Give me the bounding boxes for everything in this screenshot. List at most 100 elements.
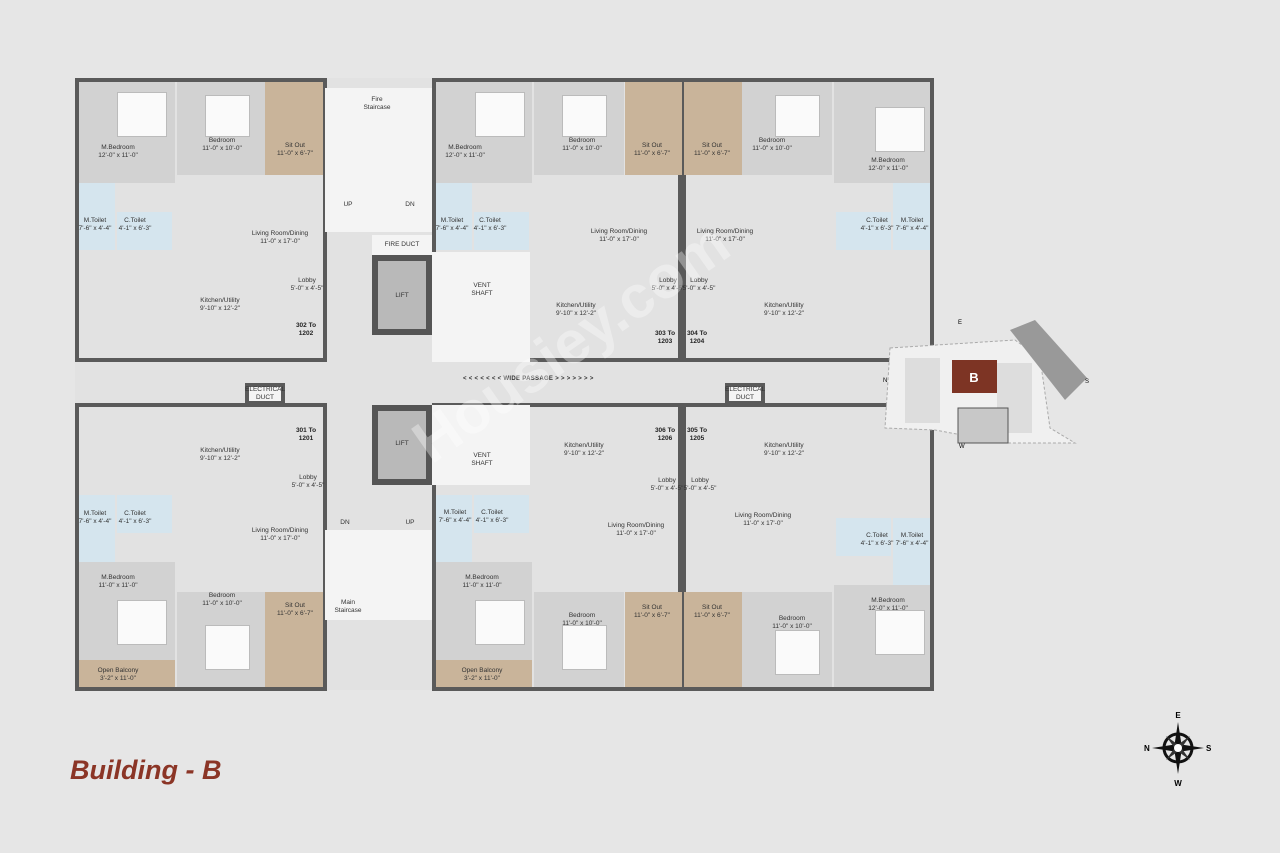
room-name: Living Room/Dining: [696, 228, 754, 235]
bed-icon: [775, 630, 820, 675]
room-name: M.Toilet: [83, 217, 107, 224]
vent-shaft-label: VENT SHAFT: [471, 452, 493, 467]
room-dimensions: 9'-10" x 12'-2": [764, 450, 804, 457]
main-staircase-label: Main Staircase: [334, 599, 362, 614]
bed-icon: [562, 625, 607, 670]
electrical-duct: [245, 383, 285, 405]
stair-down-label: DN: [405, 201, 415, 208]
room-name: Lobby: [658, 477, 676, 484]
room-dimensions: 12'-0" x 11'-0": [868, 165, 908, 172]
building-block: [905, 358, 940, 423]
unit-number: 304 To 1204: [686, 330, 708, 345]
room-name: M.Bedroom: [448, 144, 482, 151]
room-dimensions: 4'-1" x 6'-3": [118, 518, 152, 525]
stair-down-label: DN: [340, 519, 350, 526]
room-name: M.Toilet: [83, 510, 107, 517]
sit-out-area: [265, 82, 323, 175]
room-dimensions: 9'-10" x 12'-2": [200, 455, 240, 462]
toilet-area: [893, 183, 930, 250]
fire-staircase-label: Fire Staircase: [363, 96, 391, 111]
lift-shaft: [372, 255, 432, 335]
electrical-duct-label: ELECTRICAL DUCT: [245, 386, 286, 401]
room-dimensions: 4'-1" x 6'-3": [860, 540, 894, 547]
room-dimensions: 11'-0" x 17'-0": [260, 238, 300, 245]
room-name: Kitchen/Utility: [764, 442, 804, 449]
room-name: Lobby: [299, 474, 317, 481]
room-name: Kitchen/Utility: [200, 447, 240, 454]
room-name: C.Toilet: [866, 532, 888, 539]
sit-out-area: [625, 592, 682, 687]
bed-icon: [875, 107, 925, 152]
toilet-area: [79, 183, 115, 250]
room-dimensions: 11'-0" x 17'-0": [599, 236, 639, 243]
electrical-duct-label: ELECTRICAL DUCT: [725, 386, 766, 401]
room-dimensions: 7'-6" x 4'-4": [435, 225, 469, 232]
bed-icon: [562, 95, 607, 137]
compass-west: W: [1174, 779, 1182, 788]
room-dimensions: 9'-10" x 12'-2": [764, 310, 804, 317]
room-dimensions: 11'-0" x 17'-0": [743, 520, 783, 527]
bed-icon: [117, 92, 167, 137]
sit-out-area: [684, 592, 742, 687]
lift-shaft: [372, 405, 432, 485]
building-title: Building - B: [70, 755, 222, 785]
unit-outline: [432, 403, 682, 691]
fire-duct-label: FIRE DUCT: [384, 241, 420, 248]
room-name: Sit Out: [285, 602, 305, 609]
room-name: Kitchen/Utility: [556, 302, 596, 309]
room-dimensions: 9'-10" x 12'-2": [556, 310, 596, 317]
room-name: M.Toilet: [443, 509, 467, 516]
unit-outline: [432, 78, 682, 362]
compass-east: E: [1175, 711, 1181, 720]
room-dimensions: 11'-0" x 6'-7": [634, 612, 670, 619]
room-dimensions: 3'-2" x 11'-0": [100, 675, 136, 682]
room-dimensions: 11'-0" x 6'-7": [277, 610, 313, 617]
room-name: Lobby: [298, 277, 316, 284]
toilet-area: [117, 495, 172, 533]
room-name: M.Bedroom: [871, 597, 905, 604]
room-name: Living Room/Dining: [607, 522, 665, 529]
room-name: Kitchen/Utility: [764, 302, 804, 309]
room-name: Kitchen/Utility: [200, 297, 240, 304]
room-name: Sit Out: [642, 604, 662, 611]
floor-plan: [75, 78, 934, 691]
room-name: Open Balcony: [97, 667, 139, 674]
room-name: Bedroom: [568, 137, 596, 144]
room-name: M.Toilet: [440, 217, 464, 224]
room-name: Living Room/Dining: [251, 527, 309, 534]
bed-icon: [205, 95, 250, 137]
room-dimensions: 11'-0" x 10'-0": [202, 600, 242, 607]
unit-number: 303 To 1203: [654, 330, 676, 345]
room-dimensions: 7'-6" x 4'-4": [438, 517, 472, 524]
room-dimensions: 11'-0" x 10'-0": [562, 620, 602, 627]
road: [1010, 320, 1087, 400]
unit-number: 305 To 1205: [686, 427, 708, 442]
compass-north: N: [1144, 744, 1150, 753]
toilet-area: [117, 212, 172, 250]
sit-out-area: [684, 82, 742, 175]
toilet-area: [79, 495, 115, 562]
key-plan-north: N: [883, 378, 887, 384]
balcony-area: [79, 660, 175, 687]
room-name: Lobby: [690, 277, 708, 284]
electrical-duct: [725, 383, 765, 405]
room-name: Bedroom: [208, 137, 236, 144]
room-name: C.Toilet: [481, 509, 503, 516]
